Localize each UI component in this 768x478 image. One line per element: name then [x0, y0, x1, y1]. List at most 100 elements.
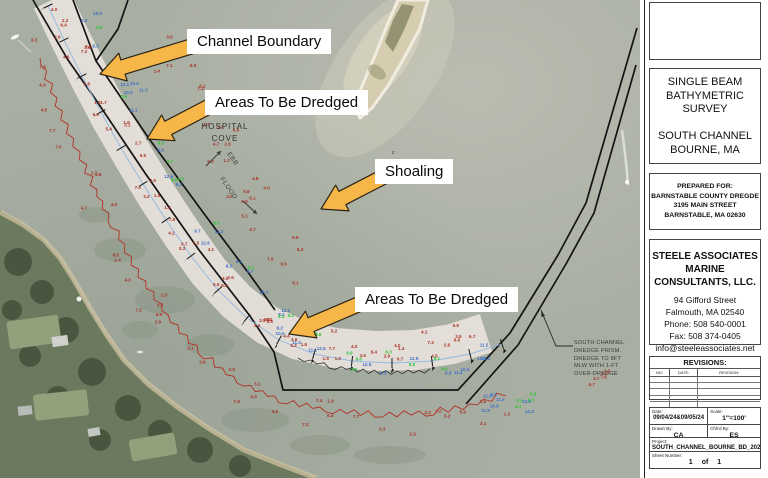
contour-lines	[39, 57, 506, 418]
svg-text:8.8: 8.8	[96, 25, 103, 30]
svg-text:5.9: 5.9	[453, 323, 460, 328]
svg-text:1.3: 1.3	[504, 412, 511, 417]
svg-text:11.4: 11.4	[454, 370, 463, 375]
project-value: SOUTH_CHANNEL_BOURNE_BD_2024	[652, 445, 760, 451]
callout-areas-to-be-dredged-2: Areas To Be Dredged	[355, 287, 519, 312]
svg-text:2.6: 2.6	[224, 142, 231, 147]
svg-text:2.6: 2.6	[227, 275, 234, 280]
svg-text:12.1: 12.1	[281, 308, 290, 313]
svg-text:5.3: 5.3	[297, 247, 304, 252]
svg-text:2.6: 2.6	[54, 35, 61, 40]
svg-text:1.4: 1.4	[114, 257, 121, 262]
svg-text:5.5: 5.5	[267, 319, 274, 324]
project-label: Project:	[652, 439, 668, 444]
svg-text:8.3: 8.3	[158, 141, 165, 146]
svg-text:8.5: 8.5	[351, 367, 358, 372]
svg-text:8.9: 8.9	[530, 392, 537, 397]
date-value: 09/04/24&09/05/24	[653, 415, 705, 421]
svg-text:8.6: 8.6	[315, 332, 322, 337]
checked-by-label: Chk'd By:	[710, 426, 730, 431]
svg-text:10.5: 10.5	[130, 81, 139, 86]
revisions-col-date: DATE:	[670, 369, 699, 376]
svg-text:6.5: 6.5	[140, 153, 147, 158]
dredge-prism-note: SOUTH CHANNEL DREDGE PRISM. DREDGE TO 8F…	[574, 340, 625, 378]
svg-text:7.2: 7.2	[81, 49, 88, 54]
prepared-for-box: PREPARED FOR: BARNSTABLE COUNTY DREGDE 3…	[649, 173, 761, 230]
svg-text:4.0: 4.0	[111, 202, 118, 207]
survey-title-line: SINGLE BEAM	[667, 76, 743, 88]
svg-text:12.3: 12.3	[525, 409, 534, 414]
callout-arrow-icon	[288, 294, 368, 339]
svg-text:3.2: 3.2	[217, 125, 224, 130]
prepared-for-line: PREPARED FOR:	[677, 183, 733, 190]
svg-text:4.0: 4.0	[51, 7, 58, 12]
rooftops	[17, 334, 101, 437]
svg-text:5.1: 5.1	[249, 195, 256, 200]
svg-text:7.2: 7.2	[428, 340, 435, 345]
shore-land	[0, 209, 317, 478]
drawn-by-value: CA	[673, 432, 684, 437]
prepared-for-line: BARNSTABLE COUNTY DREGDE	[651, 192, 759, 200]
svg-text:6.1: 6.1	[199, 84, 206, 89]
svg-text:8.5: 8.5	[178, 176, 185, 181]
svg-text:8.2: 8.2	[226, 263, 233, 268]
boats	[10, 34, 630, 354]
svg-text:6.5: 6.5	[113, 252, 120, 257]
svg-text:2.3: 2.3	[601, 371, 608, 376]
svg-text:6.6: 6.6	[85, 44, 92, 49]
soundings-layer: 2.26.44.02.67.23.66.64.65.81.71.36.31.85…	[31, 7, 611, 436]
channel-boundary-lines	[32, 0, 638, 405]
svg-text:11.9: 11.9	[481, 408, 490, 413]
svg-text:8.6: 8.6	[356, 356, 363, 361]
svg-text:12.9: 12.9	[409, 356, 418, 361]
svg-text:4.4: 4.4	[250, 394, 257, 399]
company-email: info@steeleassociates.net	[655, 343, 755, 353]
svg-text:5.9: 5.9	[292, 235, 299, 240]
svg-text:11.3: 11.3	[139, 88, 148, 93]
svg-text:1.5: 1.5	[154, 193, 161, 198]
svg-text:3.1: 3.1	[480, 421, 487, 426]
svg-text:6.6: 6.6	[233, 127, 240, 132]
svg-text:12.1: 12.1	[120, 82, 129, 87]
survey-title-line: BOURNE, MA	[670, 143, 740, 156]
svg-text:12.5: 12.5	[317, 346, 326, 351]
svg-text:3.3: 3.3	[379, 427, 386, 432]
title-block-panel: SINGLE BEAM BATHYMETRIC SURVEY SOUTH CHA…	[640, 0, 768, 478]
sheet-number-label: Sheet Number:	[652, 453, 683, 458]
svg-text:3.0: 3.0	[226, 194, 233, 199]
svg-text:3.2: 3.2	[143, 194, 150, 199]
svg-text:8.5: 8.5	[213, 221, 220, 226]
svg-text:10.4: 10.4	[461, 367, 470, 372]
svg-text:4.0: 4.0	[263, 185, 270, 190]
svg-text:10.1: 10.1	[481, 356, 490, 361]
svg-text:4.5: 4.5	[41, 108, 48, 113]
svg-text:11.5: 11.5	[480, 343, 489, 348]
svg-text:2.7: 2.7	[135, 140, 142, 145]
svg-text:6.4: 6.4	[327, 413, 334, 418]
prepared-for-line: 3195 MAIN STREET	[673, 202, 737, 210]
svg-text:5.6: 5.6	[460, 410, 467, 415]
svg-text:6.8: 6.8	[95, 172, 102, 177]
sheet-info-grid: Date: 09/04/24&09/05/24 Scale: 1"=100' D…	[649, 407, 761, 469]
svg-text:6.7: 6.7	[181, 242, 188, 247]
svg-text:2.9: 2.9	[199, 359, 206, 364]
svg-text:7.2: 7.2	[135, 307, 142, 312]
survey-overlay: 2.26.44.02.67.23.66.64.65.81.71.36.31.85…	[31, 0, 638, 436]
svg-text:2.1: 2.1	[187, 346, 194, 351]
svg-text:1.3: 1.3	[94, 100, 101, 105]
svg-text:3.6: 3.6	[360, 353, 367, 358]
svg-text:10.0: 10.0	[124, 90, 133, 95]
svg-text:12.2: 12.2	[215, 229, 224, 234]
svg-text:8.6: 8.6	[441, 367, 448, 372]
svg-text:5.2: 5.2	[444, 413, 451, 418]
svg-text:7.0: 7.0	[135, 185, 142, 190]
svg-text:6.7: 6.7	[589, 382, 596, 387]
svg-text:7.3: 7.3	[302, 422, 309, 427]
svg-text:7.8: 7.8	[169, 217, 176, 222]
svg-text:8.1: 8.1	[515, 404, 522, 409]
svg-text:3.3: 3.3	[179, 246, 186, 251]
svg-text:8.2: 8.2	[277, 325, 284, 330]
svg-text:3.5: 3.5	[259, 318, 266, 323]
svg-text:4.1: 4.1	[208, 247, 215, 252]
